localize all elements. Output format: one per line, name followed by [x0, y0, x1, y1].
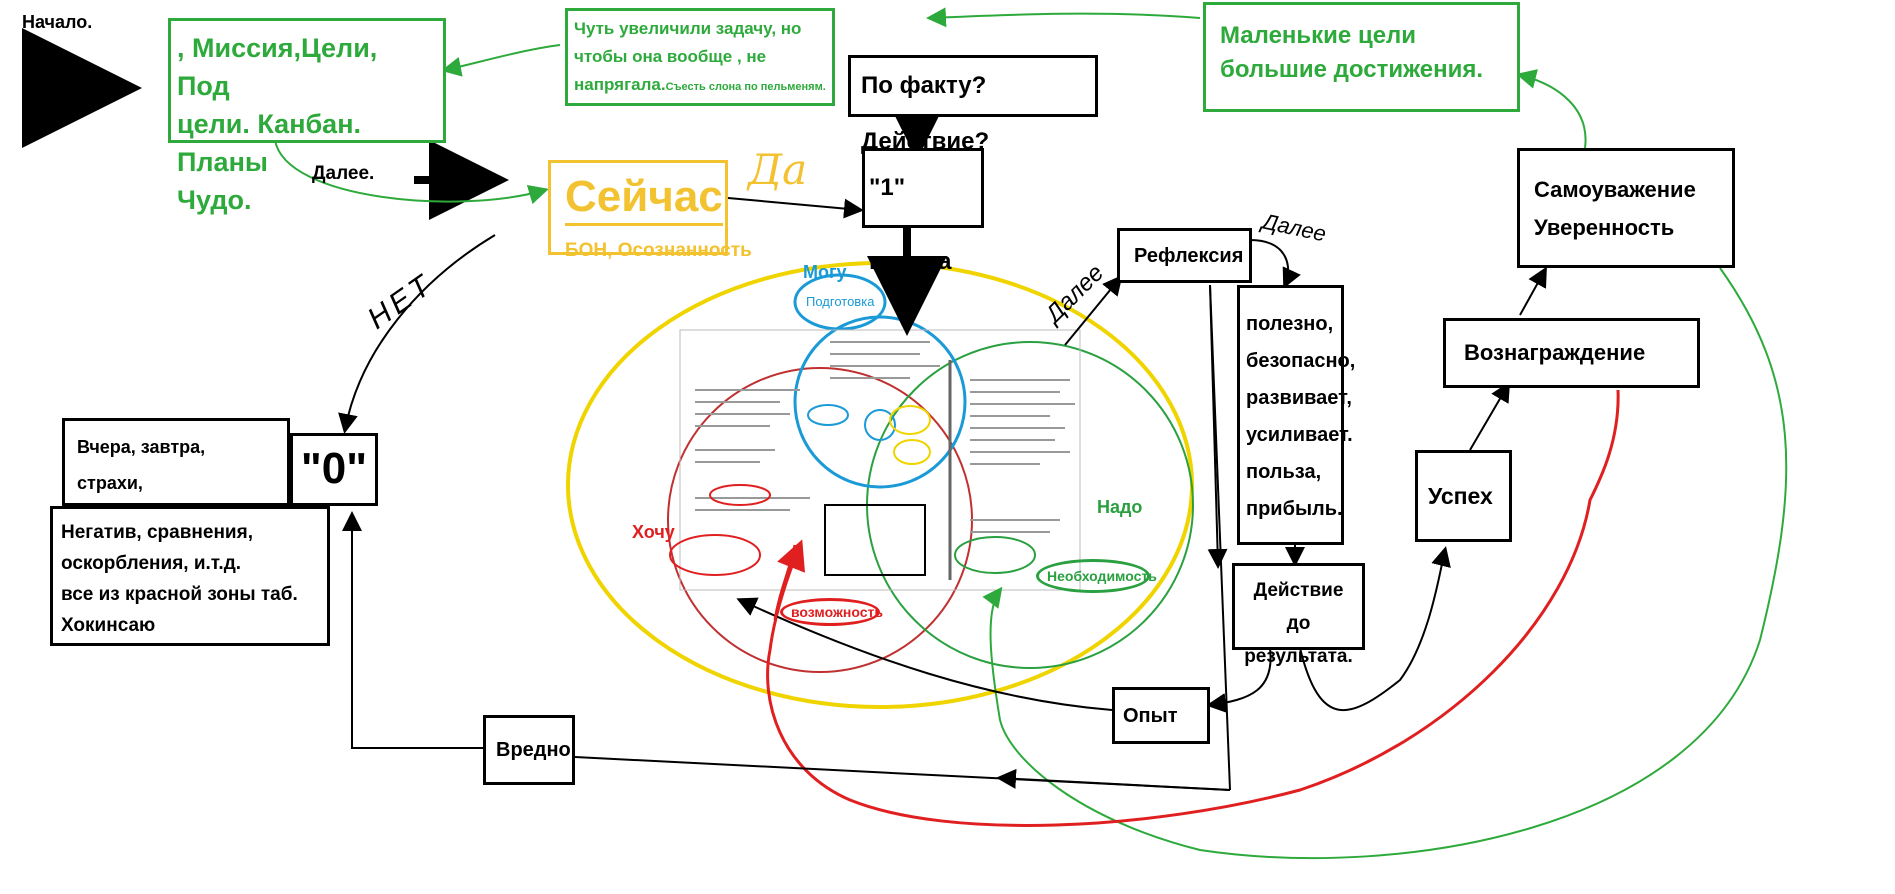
- venn-want-label: Хочу: [632, 522, 675, 542]
- success-box: Успех: [1415, 450, 1512, 542]
- venn-necessity-text: Необходимость: [1047, 568, 1157, 584]
- venn-need-label: Надо: [1097, 497, 1143, 517]
- venn-inner-box: [824, 504, 926, 576]
- next-label: Далее.: [312, 163, 375, 184]
- now-box: Сейчас: [548, 160, 728, 255]
- self-respect-box: Самоуважение Уверенность: [1517, 148, 1735, 268]
- venn-can-label: Могу: [803, 262, 847, 282]
- goals-box: Маленькие цели большие достижения.: [1203, 2, 1520, 112]
- fact-box: По факту? Действие?: [848, 55, 1098, 155]
- venn-necessity-label: Необходимость: [1036, 559, 1157, 593]
- experience-box: Опыт: [1112, 687, 1210, 744]
- venn-opportunity-text: возможность: [791, 604, 883, 620]
- action-box: Действие до результата.: [1232, 563, 1365, 667]
- venn-preparation-label: Подготовка: [806, 294, 875, 309]
- harmful-box: Вредно: [483, 715, 575, 785]
- venn-table-text: [695, 341, 1075, 533]
- venn-table: [679, 329, 1081, 591]
- reward-box: Вознаграждение: [1443, 318, 1700, 388]
- task-text: Чуть увеличили задачу, но чтобы она вооб…: [574, 19, 802, 94]
- truth-box: "1" истина: [862, 148, 984, 275]
- zero-box: "0": [290, 433, 378, 506]
- start-title: Начало.: [22, 12, 93, 32]
- reflection-box: Рефлексия: [1117, 228, 1252, 283]
- yes-script: Да: [748, 145, 808, 194]
- mission-box: , Миссия,Цели, Под цели. Канбан. Планы Ч…: [168, 18, 446, 215]
- start-subtitle: Start: [22, 50, 64, 70]
- task-box: Чуть увеличили задачу, но чтобы она вооб…: [565, 8, 835, 106]
- now-title: Сейчас: [565, 171, 723, 226]
- yesterday-box: Вчера, завтра, страхи, сомнения. Ложь.: [62, 418, 290, 529]
- task-note: Съесть слона по пельменям.: [665, 81, 826, 93]
- negative-box: Негатив, сравнения, оскорбления, и.т.д. …: [50, 506, 330, 646]
- now-subtitle: БОН, Осознанность: [565, 240, 752, 261]
- useful-box: полезно, безопасно, развивает, усиливает…: [1237, 285, 1355, 545]
- venn-opportunity-label: возможность: [780, 598, 883, 626]
